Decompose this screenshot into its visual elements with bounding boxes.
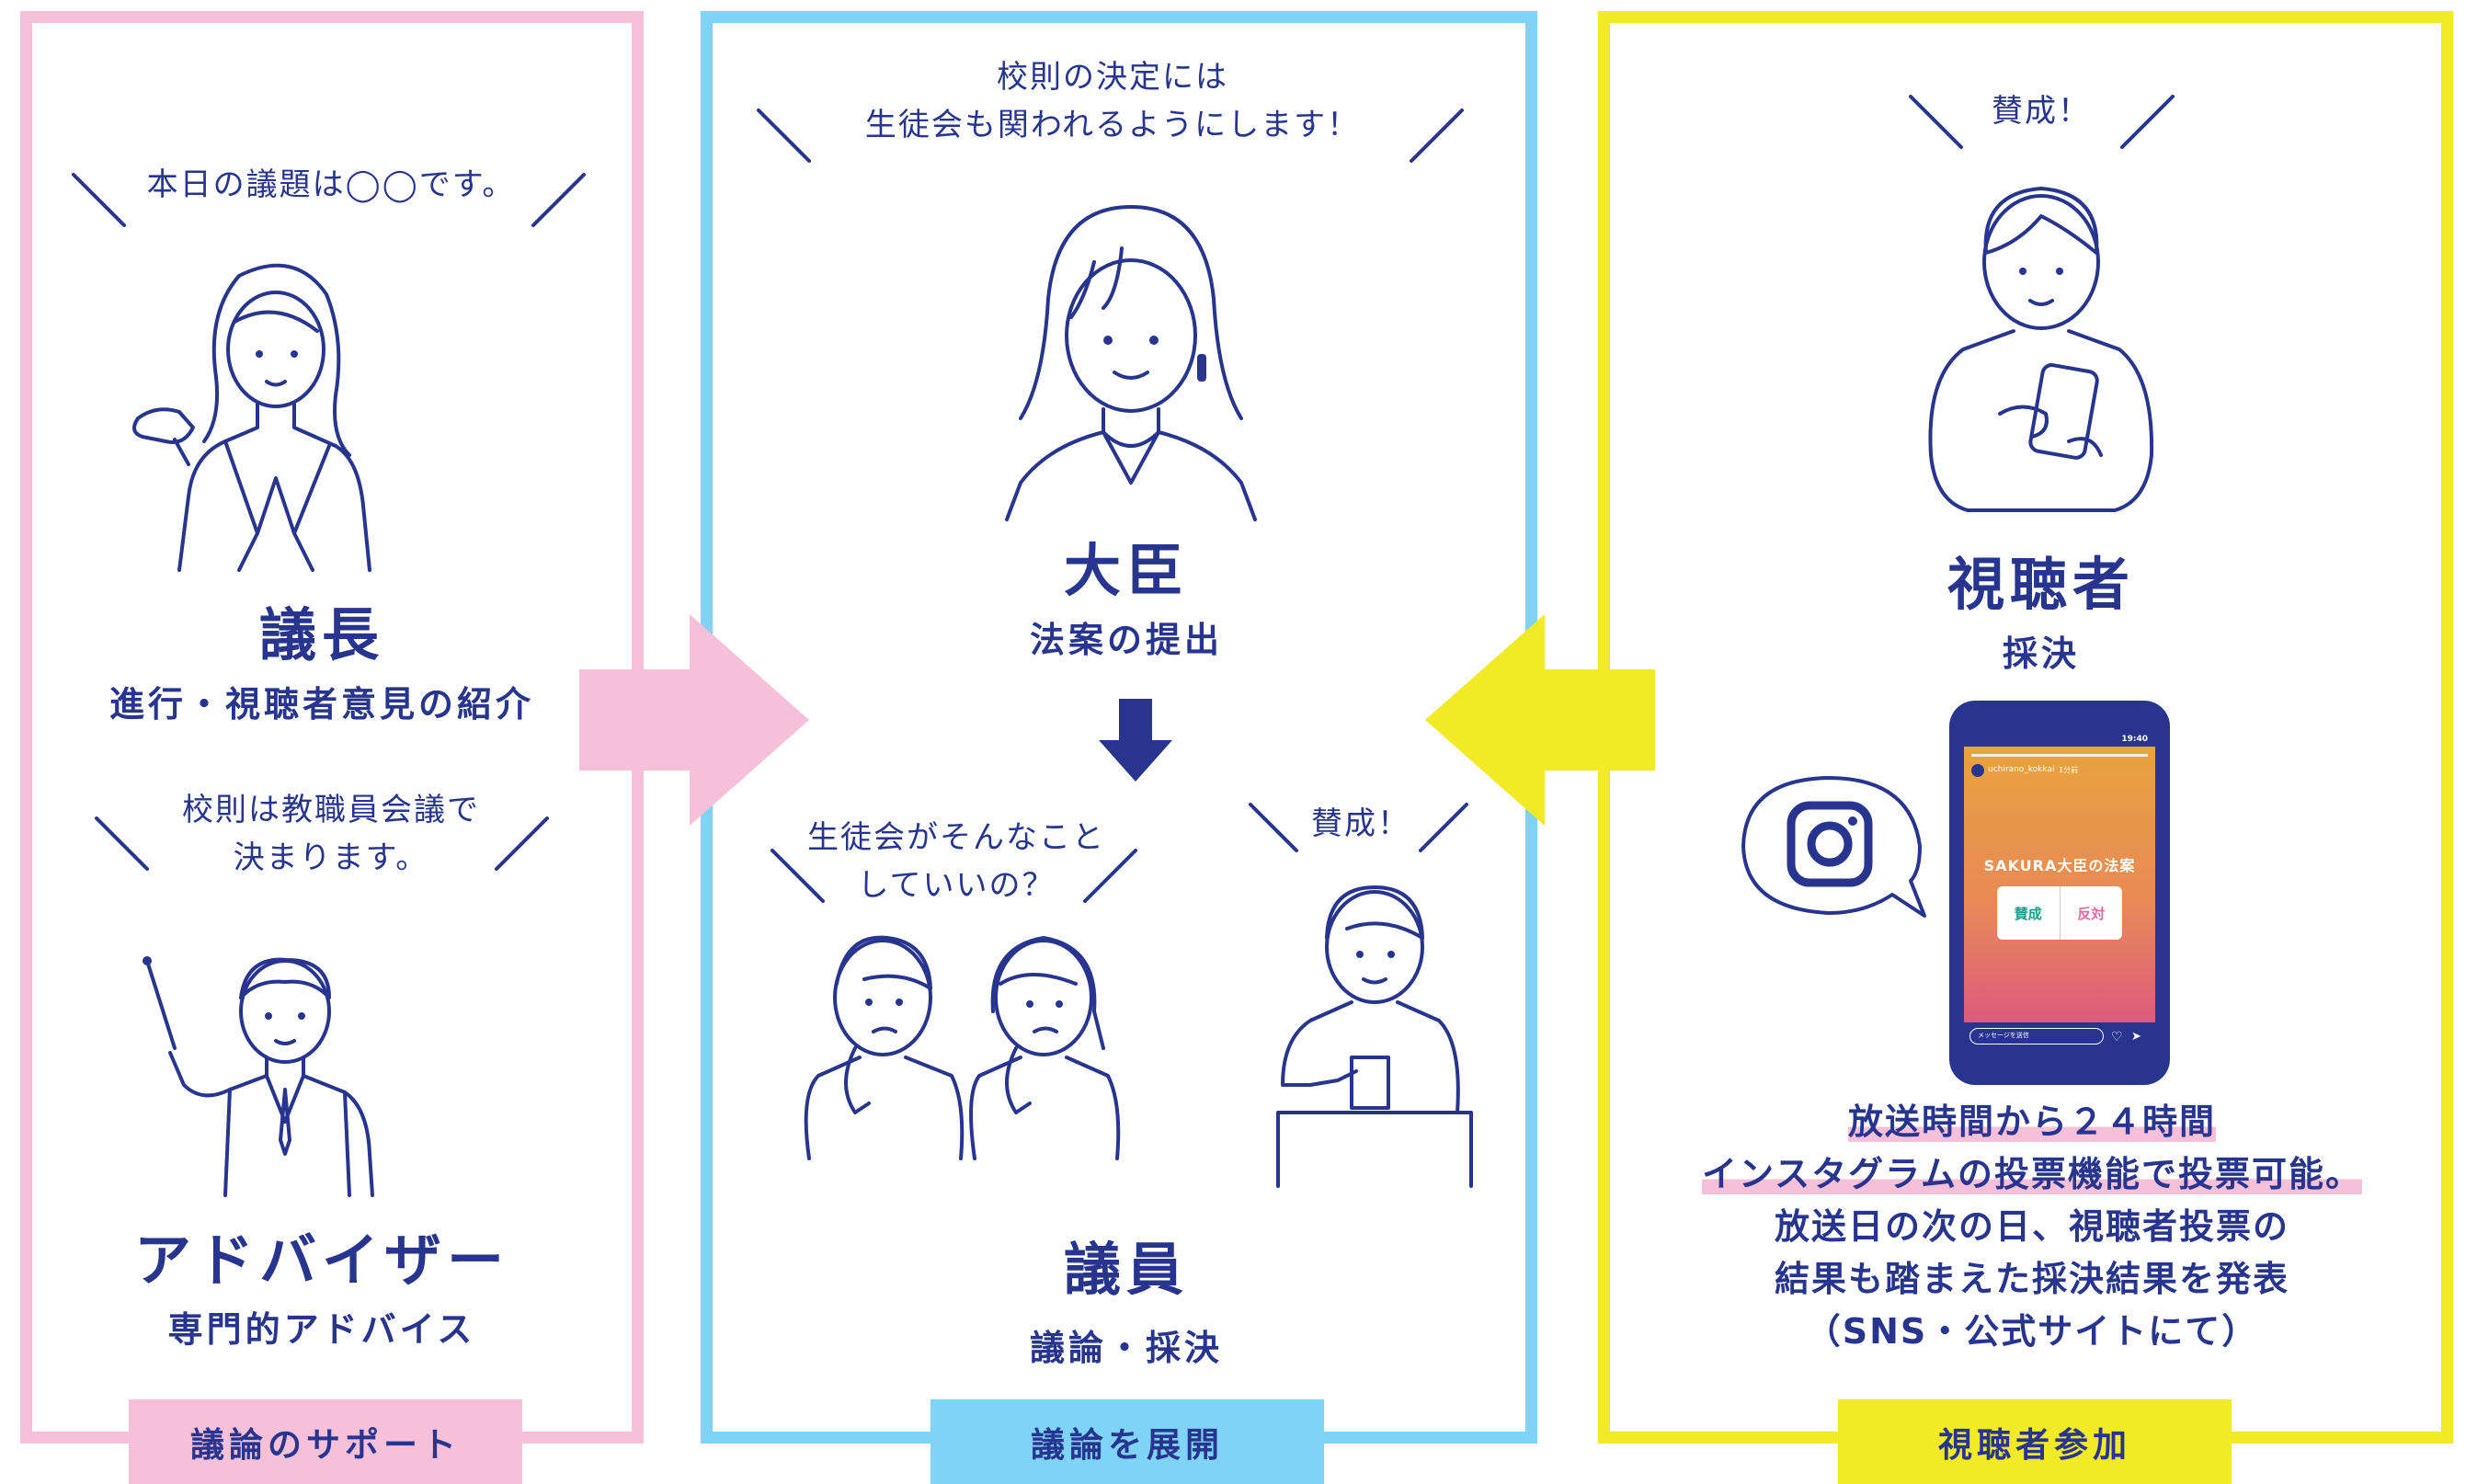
poll-yes-option[interactable]: 賛成 [1997, 886, 2061, 940]
viewer-speech: 賛成！ [1992, 93, 2091, 130]
speech-lines [95, 816, 549, 871]
member-thinking-icon [804, 935, 1121, 1160]
account-name: uchirano_kokkai [1988, 765, 2055, 774]
minister-title: 大臣 [1063, 537, 1189, 604]
message-field[interactable]: メッセージを送信 [1969, 1028, 2104, 1045]
post-time: 1分前 [2059, 766, 2079, 774]
down-arrow-icon [1099, 699, 1172, 782]
minister-speech: 校則の決定には生徒会も関われるようにします！ [864, 59, 1361, 143]
viewer-description: 採決 [2002, 634, 2080, 674]
viewer-panel [1598, 11, 2453, 1444]
support-tag: 議論のサポート [129, 1399, 522, 1484]
debate-tag: 議論を展開 [930, 1399, 1324, 1484]
phone-mockup: 19:40 uchirano_kokkai 1分前 SAKURA大臣の法案 賛成… [1949, 701, 2170, 1085]
phone-time: 19:40 [2121, 735, 2148, 744]
member-voting-icon [1276, 885, 1473, 1188]
viewer-explanation: 放送時間から２４時間 インスタグラムの投票機能で投票可能。 放送日の次の日、視聴… [1701, 1102, 2363, 1352]
chair-description: 進行・視聴者意見の紹介 [108, 684, 534, 725]
viewer-smartphone-icon [1928, 187, 2154, 512]
member-title: 議員 [1063, 1236, 1189, 1303]
yellow-left-arrow [1425, 614, 1655, 826]
viewer-tag: 視聴者参加 [1838, 1399, 2232, 1484]
minister-headset-icon [1005, 205, 1257, 521]
instagram-bubble [1741, 776, 1926, 918]
member-agree-speech: 賛成！ [1311, 805, 1410, 842]
minister-description: 法案の提出 [1029, 620, 1223, 660]
pink-right-arrow [579, 614, 809, 826]
story-title: SAKURA大臣の法案 [1983, 857, 2136, 874]
member-description: 議論・採決 [1029, 1328, 1223, 1368]
chair-title: 議長 [258, 601, 384, 668]
speech-lines [771, 849, 1137, 903]
instagram-icon [1787, 801, 1873, 887]
chair-speech: 本日の議題は◯◯です。 [146, 166, 516, 203]
speech-lines [757, 108, 1464, 163]
phone-screen: 19:40 uchirano_kokkai 1分前 SAKURA大臣の法案 賛成… [1964, 734, 2155, 1050]
chair-person-icon [132, 263, 371, 572]
adviser-title: アドバイザー [133, 1227, 509, 1294]
send-icon[interactable]: ➤ [2131, 1030, 2141, 1044]
adviser-speech: 校則は教職員会議で決まります。 [182, 792, 480, 876]
member-speech: 生徒会がそんなことしていいの？ [807, 819, 1105, 904]
speech-lines [1909, 95, 2175, 149]
adviser-pointer-icon [143, 956, 374, 1197]
account-avatar [1971, 764, 1984, 777]
heart-icon[interactable]: ♡ [2111, 1030, 2123, 1045]
speech-lines [1249, 803, 1468, 852]
speech-lines [72, 173, 586, 227]
viewer-title: 視聴者 [1947, 551, 2135, 618]
poll-box: 賛成 反対 [1997, 886, 2122, 940]
poll-no-option[interactable]: 反対 [2077, 905, 2106, 922]
adviser-description: 専門的アドバイス [167, 1309, 476, 1350]
